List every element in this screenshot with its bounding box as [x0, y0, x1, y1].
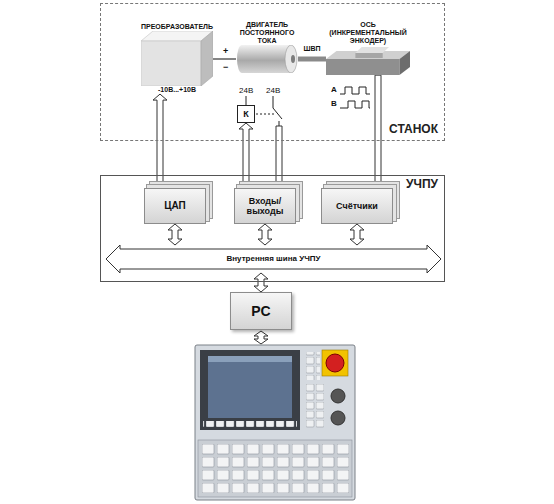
signal-arrow [371, 75, 385, 188]
region-title: СТАНОК [389, 123, 438, 137]
hollow-arrow [168, 224, 182, 245]
cube-front [141, 41, 201, 86]
pc-box: PC [230, 292, 292, 330]
keyboard [198, 440, 352, 497]
signal-arrow [153, 94, 167, 188]
cnc-region: ЦАП Входы/ выходы СчётчикиВнутренняя шина … [100, 175, 445, 282]
cube-side [201, 31, 213, 86]
signal-arrow [258, 224, 272, 245]
switch-contact [273, 108, 282, 119]
signal-name: B [331, 99, 337, 108]
axis-encoder: ОСЬ (ИНКРЕМЕНТАЛЬНЫЙ ЭНКОДЕР) [326, 21, 410, 75]
carriage-front [355, 53, 382, 58]
hollow-arrow [153, 94, 167, 188]
hollow-arrow [239, 123, 253, 188]
power-wire [213, 59, 236, 60]
converter: ПРЕОБРАЗОВАТЕЛЬ -10В...+10В [141, 23, 213, 94]
node-shape [141, 31, 213, 86]
ball-screw [298, 59, 326, 60]
hollow-arrow [350, 224, 364, 245]
hollow-arrow [258, 224, 272, 245]
node-label: Входы/ выходы [237, 196, 293, 217]
edge-label: ШВП [303, 45, 320, 53]
region-title: УЧПУ [406, 178, 438, 192]
hollow-arrow [371, 75, 385, 188]
node-label: -10В...+10В [158, 86, 196, 94]
wire [273, 96, 274, 108]
wire-line [213, 58, 236, 59]
node-shape [326, 45, 410, 75]
voltage-label: 24В [239, 86, 253, 95]
relay-box: К [237, 105, 255, 123]
node-label: Внутренняя шина УЧПУ [226, 254, 320, 263]
node-label: К [243, 109, 249, 119]
knob [331, 389, 345, 403]
bus-arrow [106, 245, 441, 273]
machine-region: ПРЕОБРАЗОВАТЕЛЬ -10В...+10В ДВИГАТЕЛЬ ПОСТ… [100, 3, 445, 141]
signal-arrow [239, 123, 253, 188]
keyboard-keys [202, 444, 349, 493]
axis-front [326, 59, 400, 75]
screen-bezel [200, 350, 300, 430]
voltage-label: 24В [266, 86, 280, 95]
cube-top [141, 31, 213, 41]
shaft-line [298, 57, 326, 62]
polarity-mark: + [223, 46, 228, 56]
node-label: ЦАП [164, 200, 186, 212]
softkeys [203, 421, 297, 427]
signal-arrow [350, 224, 364, 245]
polarity-mark: − [223, 62, 228, 72]
hollow-arrow [254, 273, 268, 292]
stop-plate [322, 350, 348, 376]
motor-body [242, 45, 291, 73]
axis-side [400, 51, 411, 75]
motor-face [285, 45, 297, 73]
emergency-stop [326, 354, 344, 372]
screen [208, 356, 292, 418]
node-label: ДВИГАТЕЛЬ ПОСТОЯННОГО ТОКА [236, 21, 298, 45]
signal-arrow [168, 224, 182, 245]
relay-link [256, 114, 276, 115]
node-label: ПРЕОБРАЗОВАТЕЛЬ [141, 23, 213, 31]
screen-header [208, 356, 292, 362]
signal-wave [340, 87, 370, 94]
operator-panel [195, 345, 355, 500]
internal-bus: Внутренняя шина УЧПУ [106, 245, 441, 273]
dac-card: ЦАП [144, 188, 206, 224]
counter-card: Счётчики [321, 188, 393, 224]
node-label: ОСЬ (ИНКРЕМЕНТАЛЬНЫЙ ЭНКОДЕР) [326, 21, 410, 45]
signal-wave [340, 101, 370, 108]
node-label: Счётчики [336, 201, 378, 211]
signal-arrow [254, 273, 268, 292]
motor-hub [291, 55, 295, 63]
wire [279, 121, 280, 126]
dc-motor: ДВИГАТЕЛЬ ПОСТОЯННОГО ТОКА [236, 21, 298, 73]
signal-arrow [272, 126, 286, 188]
wire [246, 96, 247, 105]
carriage-top [355, 47, 389, 53]
signal-name: A [331, 85, 337, 94]
io-card: Входы/ выходы [234, 188, 296, 224]
double-arrow [254, 331, 268, 344]
keypad [306, 352, 320, 380]
node-label: PC [251, 303, 270, 319]
node-shape [236, 45, 298, 73]
keypad [306, 384, 324, 428]
knob [331, 411, 345, 425]
